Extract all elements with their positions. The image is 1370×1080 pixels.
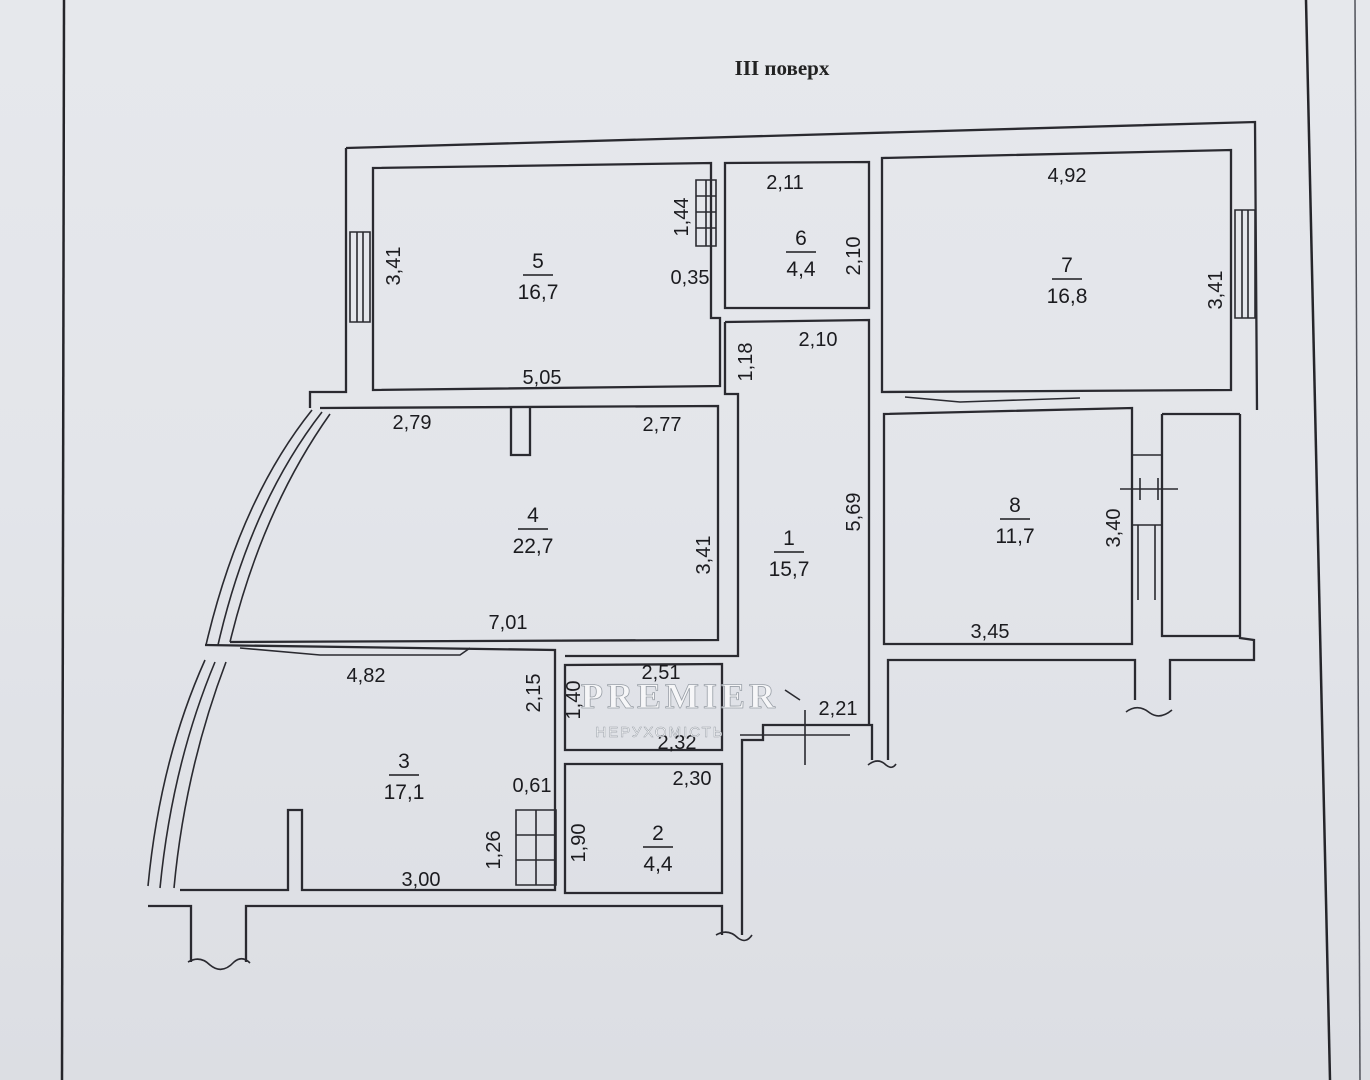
dim-r3-bottom: 3,00 [402,869,441,891]
room-labels: 5 16,7 6 4,4 7 16,8 4 22,7 1 15,7 8 11,7 3 17,1 2 4,4 [384,227,1088,876]
room-3-number: 3 [398,750,410,773]
dim-r7-height: 3,41 [1205,271,1227,310]
dim-r4-height: 3,41 [693,536,715,575]
dim-r3-top: 4,82 [347,665,386,687]
dim-r2-height: 1,90 [568,824,590,863]
dim-hall-length: 5,69 [843,493,865,532]
room-5-number: 5 [532,250,544,273]
room-3-area: 17,1 [384,781,425,804]
floor-title: III поверх [735,56,830,80]
dim-r9-width: 2,51 [642,662,681,684]
dim-hall-small: 1,18 [735,343,757,382]
dim-r8-width: 3,45 [971,621,1010,643]
room-8-area: 11,7 [995,525,1034,548]
walls [147,120,1259,971]
room-6-number: 6 [795,227,807,250]
dim-r3-step: 2,15 [523,674,545,713]
dim-r9-height: 1,40 [563,681,585,720]
dim-r3-vent-h: 1,26 [483,831,505,870]
room-2-number: 2 [652,822,664,845]
room-4-area: 22,7 [513,535,554,558]
dim-r2-width: 2,30 [673,768,712,790]
dim-r5-vent-h: 1,44 [671,198,693,237]
room-8-number: 8 [1009,494,1021,517]
room-4-number: 4 [527,504,539,527]
dim-r9-bottom: 2,32 [658,732,697,754]
dim-r5-height: 3,41 [383,247,405,286]
dim-r8-height: 3,40 [1103,509,1125,548]
room-2-area: 4,4 [643,853,673,876]
dim-r4-width: 7,01 [489,612,528,634]
room-5-area: 16,7 [518,281,559,304]
dim-r3-vent-w: 0,61 [513,775,552,797]
premier-watermark: PREMIER НЕРУХОМІСТЬ [581,676,779,742]
dim-r6-height: 2,10 [843,237,865,276]
dim-r5-width: 5,05 [523,367,562,389]
room-7-area: 16,8 [1047,285,1088,308]
dim-r6-width: 2,11 [766,172,803,194]
dim-r7-width: 4,92 [1048,165,1087,187]
watermark-sub: НЕРУХОМІСТЬ [595,724,724,741]
room-7-number: 7 [1061,254,1073,277]
dimension-labels: 3,41 5,05 1,44 0,35 2,11 2,10 4,92 3,41 … [347,165,1227,891]
dim-r4-right: 2,77 [643,414,682,436]
dim-r5-vent-w: 0,35 [671,267,710,289]
dim-r4-left: 2,79 [393,412,432,434]
room-1-area: 15,7 [769,558,810,581]
dim-entry-width: 2,21 [819,698,858,720]
watermark-brand: PREMIER [581,676,779,716]
dim-hall-width: 2,10 [799,329,838,351]
room-6-area: 4,4 [786,258,816,281]
room-1-number: 1 [783,527,795,550]
